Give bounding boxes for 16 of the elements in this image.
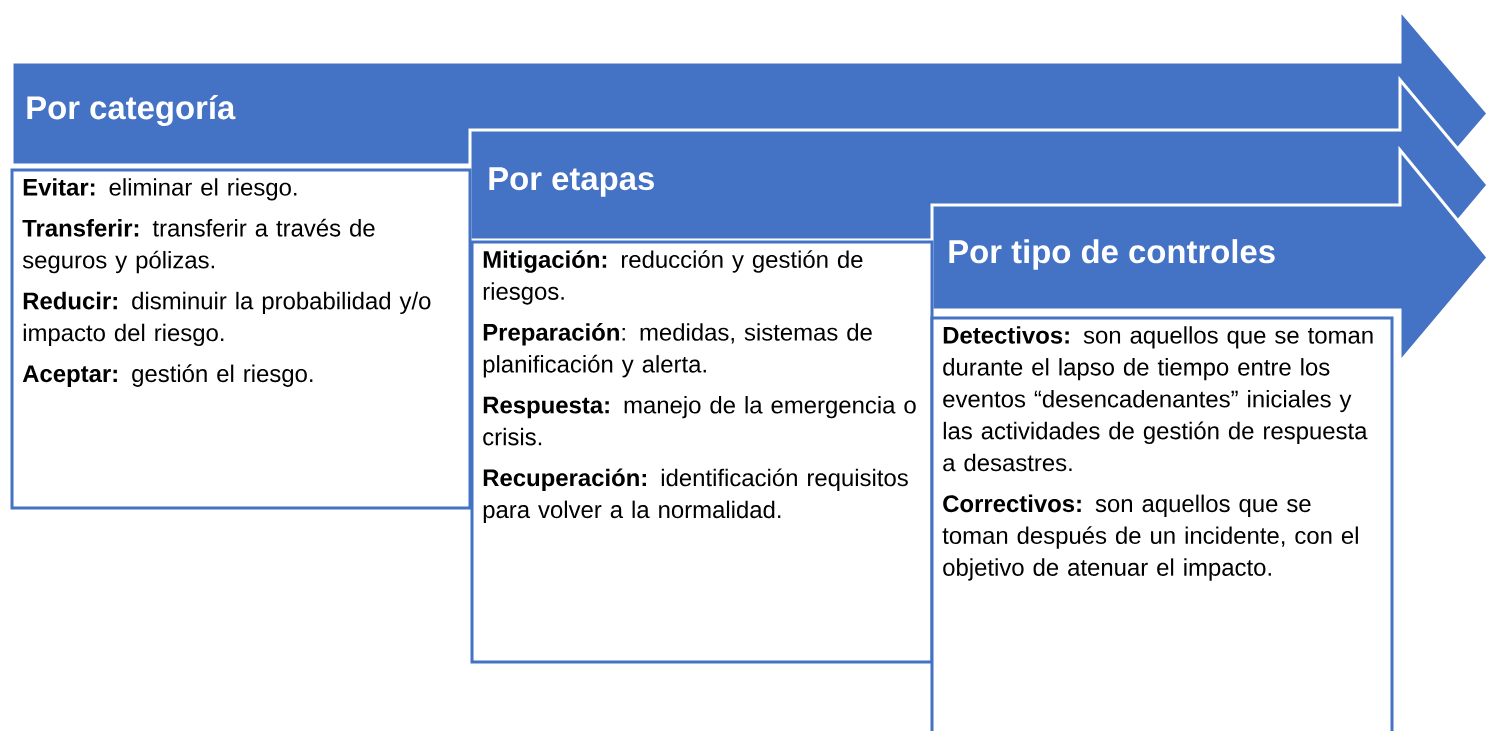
node-label: Por etapas xyxy=(489,167,654,197)
text-box xyxy=(930,316,1394,731)
node-label: Por categoría xyxy=(27,94,236,127)
paragraph: Transferir: transferir a través de seguros y pólizas. xyxy=(22,218,375,274)
paragraph: Detectivos: son aquellos que se toman durante el lapso de tiempo entre los eventos “desencadenantes” iniciales y las actividades de gestión de respuesta a desastres. xyxy=(943,326,1373,472)
paragraph: Preparación: medidas, sistemas de planificación y alerta. xyxy=(483,323,872,378)
paragraph: Reducir: disminuir la probabilidad y/o impacto del riesgo. xyxy=(23,291,431,346)
node-label: Por tipo de controles xyxy=(949,239,1275,270)
paragraph: Aceptar: gestión el riesgo. xyxy=(22,364,313,387)
text-box xyxy=(470,240,934,664)
text-box xyxy=(10,168,472,510)
paragraph: Respuesta: manejo de la emergencia o crisis. xyxy=(483,396,916,446)
paragraph: Recuperación: identificación requisitos para volver a la normalidad. xyxy=(483,468,908,523)
paragraph: Mitigación: reducción y gestión de riesgos. xyxy=(483,250,863,305)
paragraph: Evitar: eliminar el riesgo. xyxy=(23,178,297,201)
paragraph: Correctivos: son aquellos que se toman después de un incidente, con el objetivo de atenuar el impacto. xyxy=(942,494,1358,581)
